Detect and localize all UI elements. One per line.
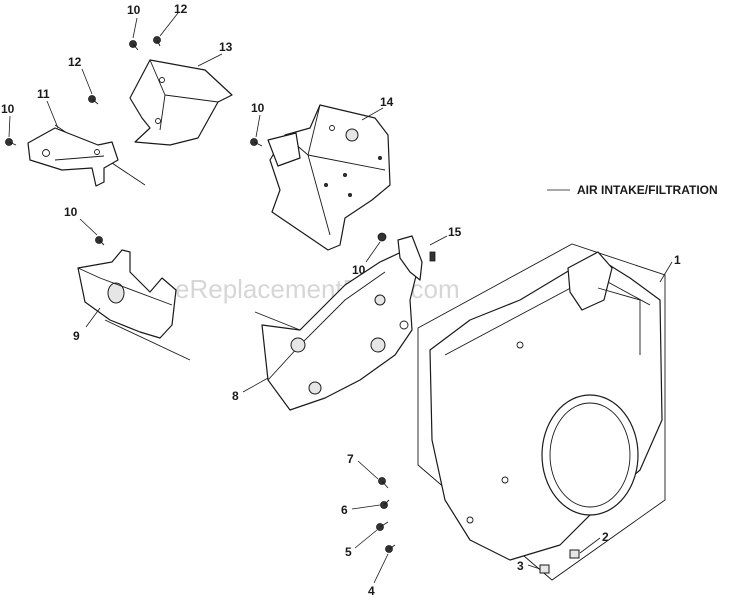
- callout-labels: 10 12 13 12 10 11 10 14 10 9 15 10 1 8 7…: [1, 2, 681, 598]
- callout-4: 4: [368, 584, 375, 598]
- screw-4: [385, 544, 396, 553]
- callout-15: 15: [448, 225, 462, 239]
- screw-12-a: [153, 36, 161, 47]
- callout-7: 7: [347, 452, 354, 466]
- screw-7: [378, 477, 389, 489]
- part-14-shroud: [267, 104, 391, 251]
- callout-10: 10: [1, 102, 15, 116]
- callout-11: 11: [37, 87, 50, 101]
- callout-2: 2: [602, 530, 609, 544]
- watermark-text: eReplacementParts.com: [175, 274, 460, 304]
- callout-10: 10: [251, 101, 265, 115]
- screw-10-c: [250, 138, 263, 147]
- part-15-bracket: [397, 235, 436, 281]
- screw-10-a: [129, 40, 139, 51]
- screw-5: [376, 521, 389, 531]
- callout-5: 5: [345, 545, 352, 559]
- screw-10-e: [377, 232, 387, 242]
- callout-3: 3: [517, 559, 524, 573]
- callout-13: 13: [219, 40, 233, 54]
- callout-8: 8: [232, 389, 239, 403]
- callout-12: 12: [68, 55, 82, 69]
- screw-10-d: [95, 236, 105, 246]
- callout-12: 12: [174, 2, 188, 16]
- callout-10: 10: [64, 205, 78, 219]
- part-3-clip: [539, 564, 550, 574]
- screw-12-b: [88, 95, 99, 105]
- callout-10: 10: [127, 3, 141, 17]
- part-13-bracket: [129, 59, 233, 146]
- callout-leaders: [8, 12, 673, 584]
- callout-10: 10: [352, 263, 366, 277]
- screw-hardware: [5, 36, 396, 553]
- part-1-blower-housing: [417, 243, 666, 581]
- callout-1: 1: [674, 253, 681, 267]
- part-2-clip: [569, 549, 580, 559]
- screw-10-b: [5, 138, 17, 146]
- part-8-baffle: [254, 247, 419, 411]
- callout-6: 6: [341, 503, 348, 517]
- section-label: AIR INTAKE/FILTRATION: [577, 183, 718, 197]
- screw-6: [380, 499, 390, 509]
- callout-9: 9: [73, 329, 80, 343]
- part-9-baffle: [77, 249, 191, 361]
- callout-14: 14: [380, 95, 394, 109]
- part-11-bracket: [27, 124, 146, 187]
